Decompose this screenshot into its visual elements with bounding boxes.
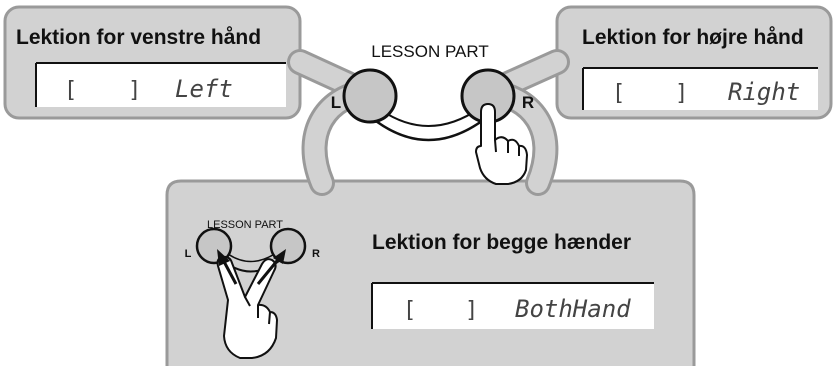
mini-lesson-part-heading: LESSON PART	[207, 219, 283, 231]
right-key-label: R	[522, 93, 534, 112]
right-hand-title: Lektion for højre hånd	[582, 26, 804, 49]
both-hands-title: Lektion for begge hænder	[372, 231, 631, 254]
left-lcd-display: [ ] Left	[35, 62, 286, 107]
right-lcd-text: Right	[728, 78, 800, 106]
left-lesson-button[interactable]	[342, 68, 398, 124]
left-lcd-text: Left	[175, 75, 233, 103]
right-hand-callout: Lektion for højre hånd [ ] Right	[555, 5, 833, 120]
left-lcd-bracket-close: ]	[128, 78, 141, 103]
lesson-part-panel: LESSON PART L R	[331, 42, 534, 185]
mini-lesson-part-panel: LESSON PART L R	[185, 219, 320, 359]
right-lcd-bracket-open: [	[612, 81, 625, 106]
arrow-up-right-icon	[256, 249, 286, 285]
both-lcd-bracket-open: [	[403, 298, 416, 323]
right-lcd-display: [ ] Right	[582, 67, 818, 110]
pointing-hand-icon	[475, 103, 528, 185]
left-lcd-bracket-open: [	[64, 78, 77, 103]
both-lcd-bracket-close: ]	[465, 298, 478, 323]
left-key-label: L	[331, 93, 341, 112]
right-lcd-bracket-close: ]	[675, 81, 688, 106]
both-lcd-display: [ ] BothHand	[371, 282, 654, 329]
two-finger-hand-icon	[216, 255, 278, 359]
mini-right-key-label: R	[312, 248, 320, 260]
left-hand-callout: Lektion for venstre hånd [ ] Left	[3, 5, 302, 120]
both-lcd-text: BothHand	[515, 295, 631, 323]
arrow-up-left-icon	[217, 249, 238, 285]
left-hand-title: Lektion for venstre hånd	[16, 26, 261, 49]
lesson-part-heading: LESSON PART	[371, 42, 488, 61]
mini-left-key-label: L	[185, 248, 192, 260]
